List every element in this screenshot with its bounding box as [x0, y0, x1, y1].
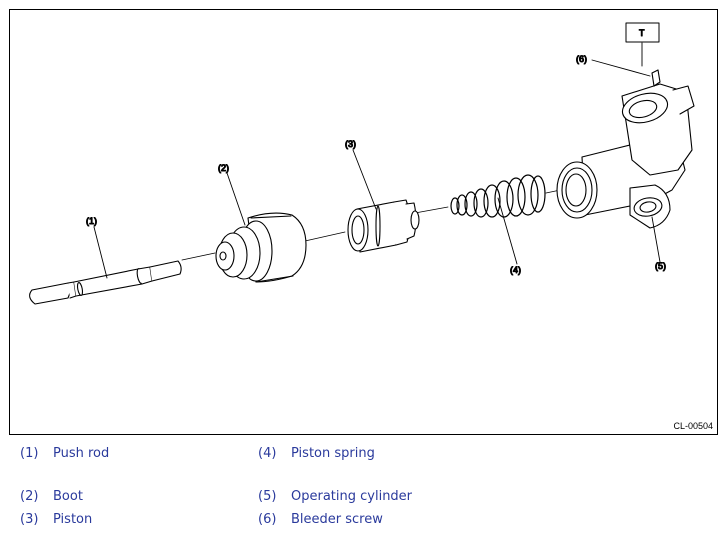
- legend-name: Piston spring: [291, 446, 375, 461]
- legend-number: (6): [258, 512, 277, 527]
- torque-box: [625, 22, 660, 43]
- legend-name: Operating cylinder: [291, 489, 413, 504]
- callout-3: (3): [345, 139, 356, 149]
- legend-name: Bleeder screw: [291, 512, 383, 527]
- callout-4: (4): [510, 265, 521, 275]
- legend-name: Piston: [53, 512, 93, 527]
- legend-number: (4): [258, 446, 277, 461]
- push-rod-drawing: [29, 260, 182, 305]
- legend-number: (2): [20, 489, 39, 504]
- torque-label: T: [639, 28, 645, 38]
- callout-2: (2): [218, 163, 229, 173]
- exploded-diagram: (1) (2) (3) (4) (5) (6) T CL-00504: [9, 9, 718, 435]
- callout-6: (6): [576, 54, 587, 64]
- figure-code: CL-00504: [673, 421, 713, 431]
- leader-lines: [93, 42, 661, 279]
- legend-number: (1): [20, 446, 39, 461]
- operating-cylinder-drawing: [556, 69, 695, 229]
- callout-5: (5): [655, 261, 666, 271]
- piston-spring-drawing: [450, 174, 546, 218]
- piston-drawing: [347, 199, 420, 253]
- callout-1: (1): [86, 216, 97, 226]
- legend-number: (5): [258, 489, 277, 504]
- legend-number: (3): [20, 512, 39, 527]
- diagram-drawing: (1) (2) (3) (4) (5) (6) T: [29, 22, 695, 305]
- legend-name: Push rod: [53, 446, 110, 461]
- boot-drawing: [215, 212, 307, 283]
- legend-name: Boot: [53, 489, 83, 504]
